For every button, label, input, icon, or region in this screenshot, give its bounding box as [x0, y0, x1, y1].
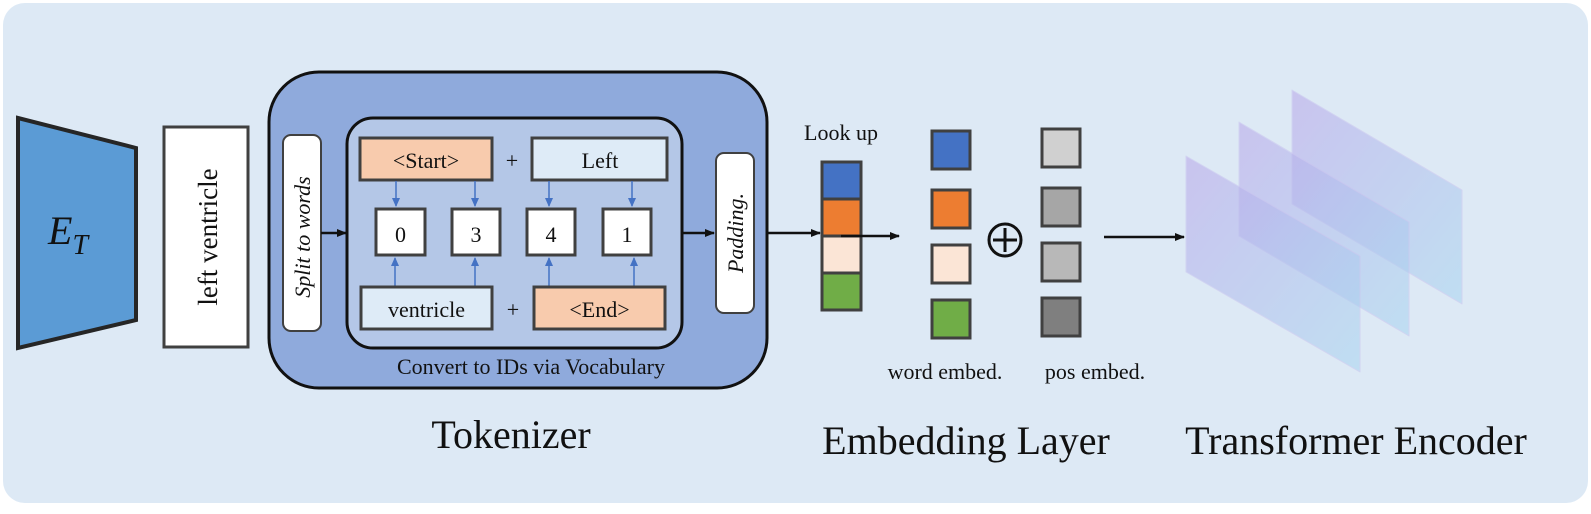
word-embed-1	[930, 188, 972, 230]
text-encoder-block	[16, 115, 138, 351]
pos-embed-1	[1040, 186, 1082, 228]
id-box-1	[450, 207, 502, 257]
id-value-0: 0	[395, 222, 406, 247]
pos-embed-caption: pos embed.	[1045, 359, 1145, 384]
transformer-layers	[1185, 89, 1463, 373]
token-left-box	[530, 136, 669, 182]
pos-embed-0	[1040, 127, 1082, 169]
token-start-box	[358, 136, 494, 182]
encoder-symbol: E	[47, 208, 72, 253]
id-value-2: 4	[546, 222, 557, 247]
lookup-cell-2	[820, 234, 863, 275]
plus-bottom: +	[507, 297, 519, 322]
padding-box	[715, 152, 755, 314]
token-ventricle-box	[359, 285, 494, 331]
id-box-2	[525, 207, 577, 257]
lookup-cell-3	[820, 271, 863, 312]
input-text-box	[162, 125, 250, 349]
split-to-words-label: Split to words	[290, 176, 315, 297]
add-symbol	[987, 222, 1023, 258]
padding-label: Padding.	[723, 193, 748, 274]
lookup-label: Look up	[804, 120, 878, 145]
id-box-3	[601, 207, 653, 257]
encoder-label: ET	[47, 208, 90, 261]
token-end: <End>	[569, 297, 629, 322]
word-embed-0	[930, 129, 972, 171]
vocabulary-caption: Convert to IDs via Vocabulary	[397, 354, 665, 379]
pos-embed-2	[1040, 241, 1082, 283]
token-ventricle: ventricle	[388, 297, 465, 322]
token-end-box	[532, 285, 667, 331]
tokenizer-title: Tokenizer	[431, 412, 590, 457]
pos-embed-3	[1040, 296, 1082, 338]
id-value-3: 1	[622, 222, 633, 247]
word-embed-3	[930, 298, 972, 340]
transformer-encoder-title: Transformer Encoder	[1185, 418, 1527, 463]
plus-top: +	[506, 148, 518, 173]
lookup-cell-1	[820, 197, 863, 238]
id-value-1: 3	[471, 222, 482, 247]
word-embed-caption: word embed.	[888, 359, 1003, 384]
token-start: <Start>	[393, 148, 459, 173]
input-text: left ventricle	[193, 168, 223, 305]
encoder-subscript: T	[72, 230, 90, 261]
token-left: Left	[582, 148, 619, 173]
transformer-layer-1	[1185, 155, 1361, 373]
lookup-cell-0	[820, 160, 863, 201]
embedding-layer-title: Embedding Layer	[822, 418, 1110, 463]
word-embed-2	[930, 243, 972, 285]
id-box-0	[374, 207, 427, 257]
